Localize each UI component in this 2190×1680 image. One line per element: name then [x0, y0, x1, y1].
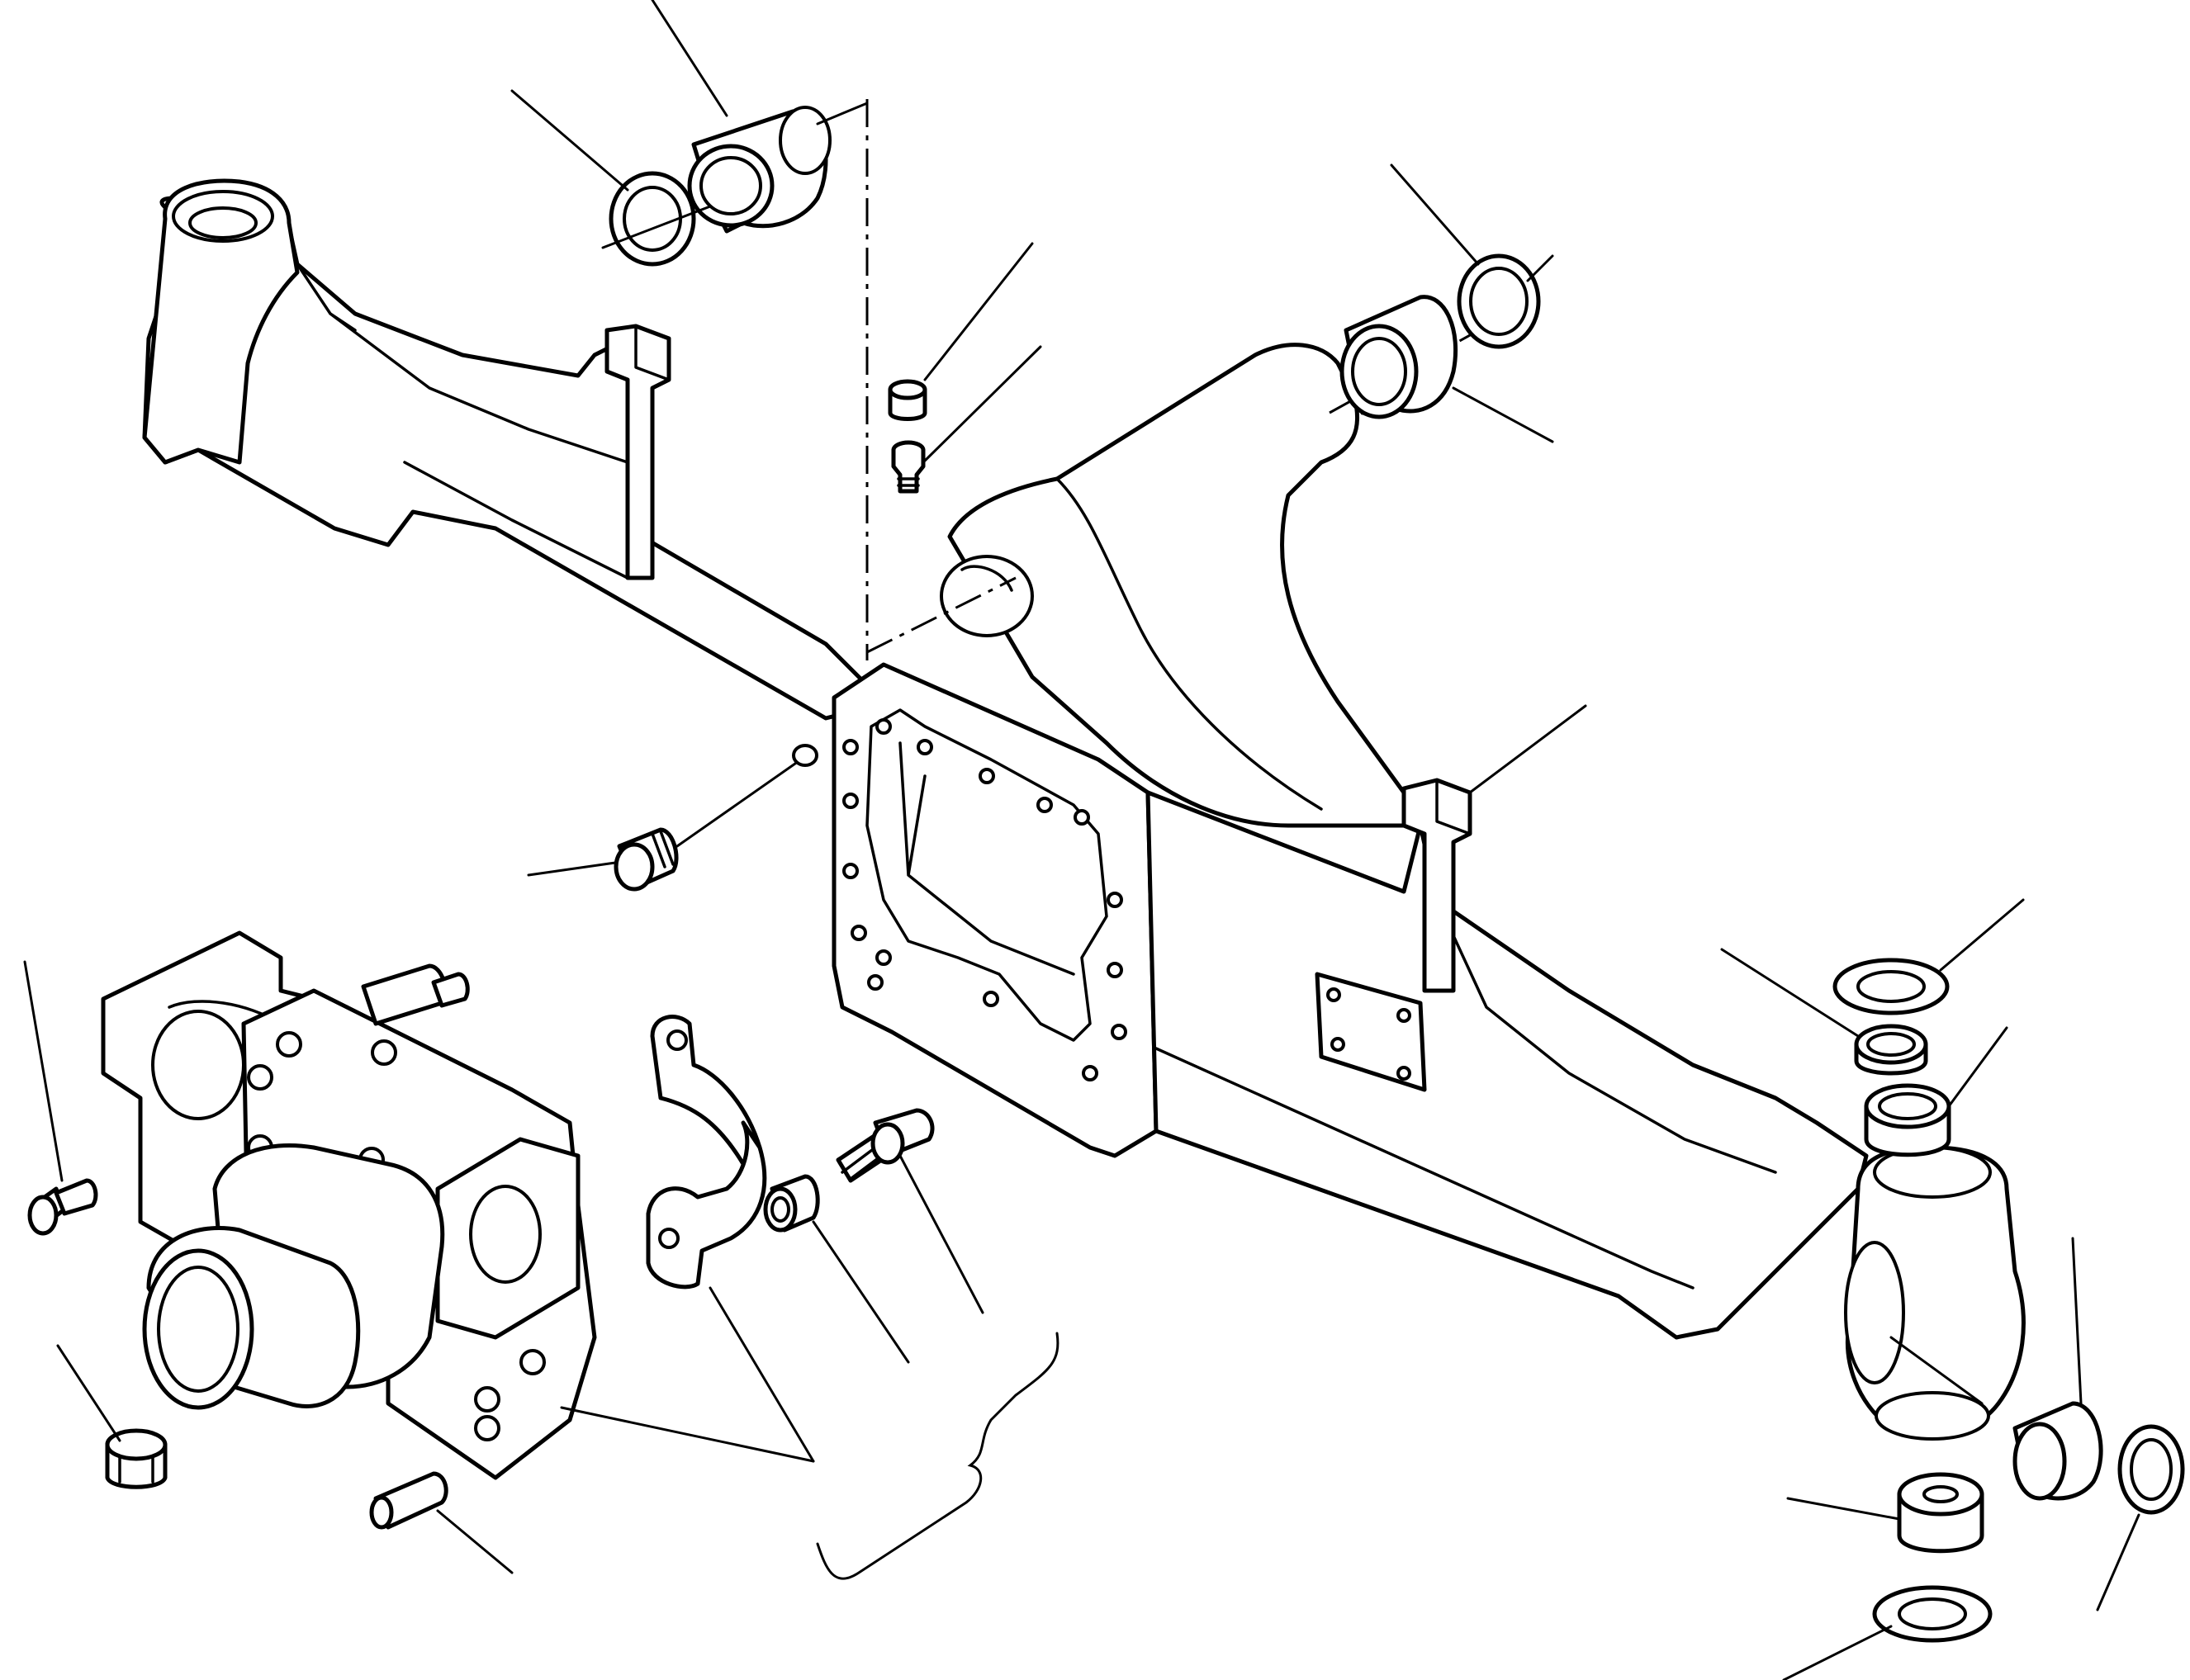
- leader-dowel-pin: [436, 1509, 514, 1574]
- leader-grease-nipple: [922, 345, 1042, 464]
- carrier-top-stud-2: [431, 972, 470, 1008]
- grease-nipple: [891, 440, 926, 494]
- carrier-frame-bore: [151, 1010, 245, 1120]
- bracket-block-right-edge: [1435, 778, 1472, 835]
- flange-window: [865, 708, 1108, 1042]
- bushing-bearing-kingpin-top: [1864, 1083, 1951, 1157]
- leader-stud-bolt: [23, 960, 64, 1182]
- bushing-bearing-front: [1339, 295, 1458, 419]
- axle-housing: [142, 178, 2026, 1441]
- pivot-bore-inner: [960, 565, 1013, 592]
- carrier-top-stud: [361, 963, 448, 1026]
- leader-bushing-top: [651, 0, 728, 117]
- bearing-cap-upper-hole: [666, 1029, 688, 1051]
- leader-plug-small: [56, 1344, 121, 1442]
- flange-bolt-holes: [842, 718, 1127, 1081]
- leader-bearing-ring-small: [812, 1220, 910, 1364]
- leader-bracket-block-right: [1468, 704, 1587, 794]
- carrier-side-bore: [469, 1185, 542, 1284]
- carrier-spigot-bore: [157, 1266, 239, 1393]
- thrust-washer-top: [1832, 958, 1950, 1015]
- leader-bushing-kingpin-bottom: [1786, 1497, 1901, 1521]
- bushing-bearing-kingpin-bottom: [1897, 1472, 1984, 1554]
- leader-kingpin-bore: [1889, 1336, 1984, 1405]
- leader-seal-ring-axis: [601, 205, 712, 249]
- leader-bushing-front: [1452, 386, 1554, 443]
- axle-housing-pivot-arm-edge: [1055, 477, 1323, 811]
- leader-drain-plug-hole: [675, 758, 803, 848]
- bearing-cap-upper: [650, 1015, 762, 1167]
- leader-cap-bolt: [898, 1154, 984, 1314]
- seal-ring-side: [2117, 1424, 2185, 1515]
- leader-seal-ring-front-axis: [1526, 254, 1554, 282]
- seal-ring-front: [1457, 253, 1541, 349]
- axle-housing-right-arm: [1145, 790, 1869, 1340]
- pivot-bore: [940, 555, 1034, 637]
- bracket-block-right: [1401, 778, 1472, 993]
- flange-window-depth: [898, 741, 1075, 976]
- thrust-washer-bottom: [1872, 1585, 1993, 1643]
- leader-seal-ring-front: [1390, 163, 1480, 266]
- leader-group-carrier: [560, 1406, 815, 1463]
- left-kingpin-bore-inner: [188, 206, 258, 239]
- cap-bolt: [836, 1108, 935, 1183]
- seal-ring-top: [609, 171, 696, 267]
- leader-bushing-side: [2071, 1237, 2083, 1405]
- dowel-pin: [369, 1471, 448, 1530]
- axle-housing-center-flange: [832, 662, 1159, 1158]
- leader-group-caps: [709, 1286, 815, 1463]
- axle-housing-left-kingpin-boss: [142, 178, 300, 465]
- seal-ring-kingpin-top: [1854, 1024, 1928, 1076]
- bracket-block-left: [604, 324, 671, 580]
- pivot-axis-line: [866, 576, 1017, 654]
- bearing-cap-lower: [646, 1120, 767, 1290]
- leader-bushing-kingpin-top: [1947, 1026, 2008, 1108]
- leader-drain-plug: [527, 861, 617, 877]
- bearing-caps: [646, 1015, 767, 1290]
- axle-housing-right-rib: [1154, 898, 1777, 1290]
- drain-plug: [614, 827, 679, 892]
- right-kingpin-bore-side: [1844, 1241, 1905, 1384]
- bushing-bearing-side: [2012, 1401, 2103, 1501]
- leader-seal-ring-kingpin-top: [1720, 948, 1860, 1038]
- drain-plug-hole: [792, 744, 818, 767]
- bushing-bearing-top: [687, 106, 832, 234]
- bracket-block-left-edge: [634, 324, 671, 381]
- bearing-ring-small: [763, 1174, 820, 1233]
- leader-seal-ring-side: [2096, 1513, 2140, 1611]
- axle-housing-left-rib: [296, 263, 629, 580]
- leader-breather-cap: [923, 242, 1034, 381]
- differential-carrier: [101, 930, 597, 1480]
- bearing-cap-lower-hole: [658, 1228, 680, 1249]
- leader-thrust-washer-top: [1939, 898, 2025, 972]
- plug-small: [105, 1428, 168, 1489]
- mounting-plate: [1315, 972, 1427, 1092]
- stud-bolt: [27, 1178, 98, 1236]
- breather-cap: [888, 379, 927, 421]
- group-brace: [816, 1332, 1059, 1580]
- leader-bushing-top-right: [816, 102, 869, 125]
- mounting-plate-holes: [1326, 987, 1411, 1081]
- leader-seal-ring-top: [510, 89, 629, 192]
- leader-thrust-washer-bottom: [1782, 1625, 1893, 1680]
- right-kingpin-bore-bottom: [1875, 1391, 1990, 1441]
